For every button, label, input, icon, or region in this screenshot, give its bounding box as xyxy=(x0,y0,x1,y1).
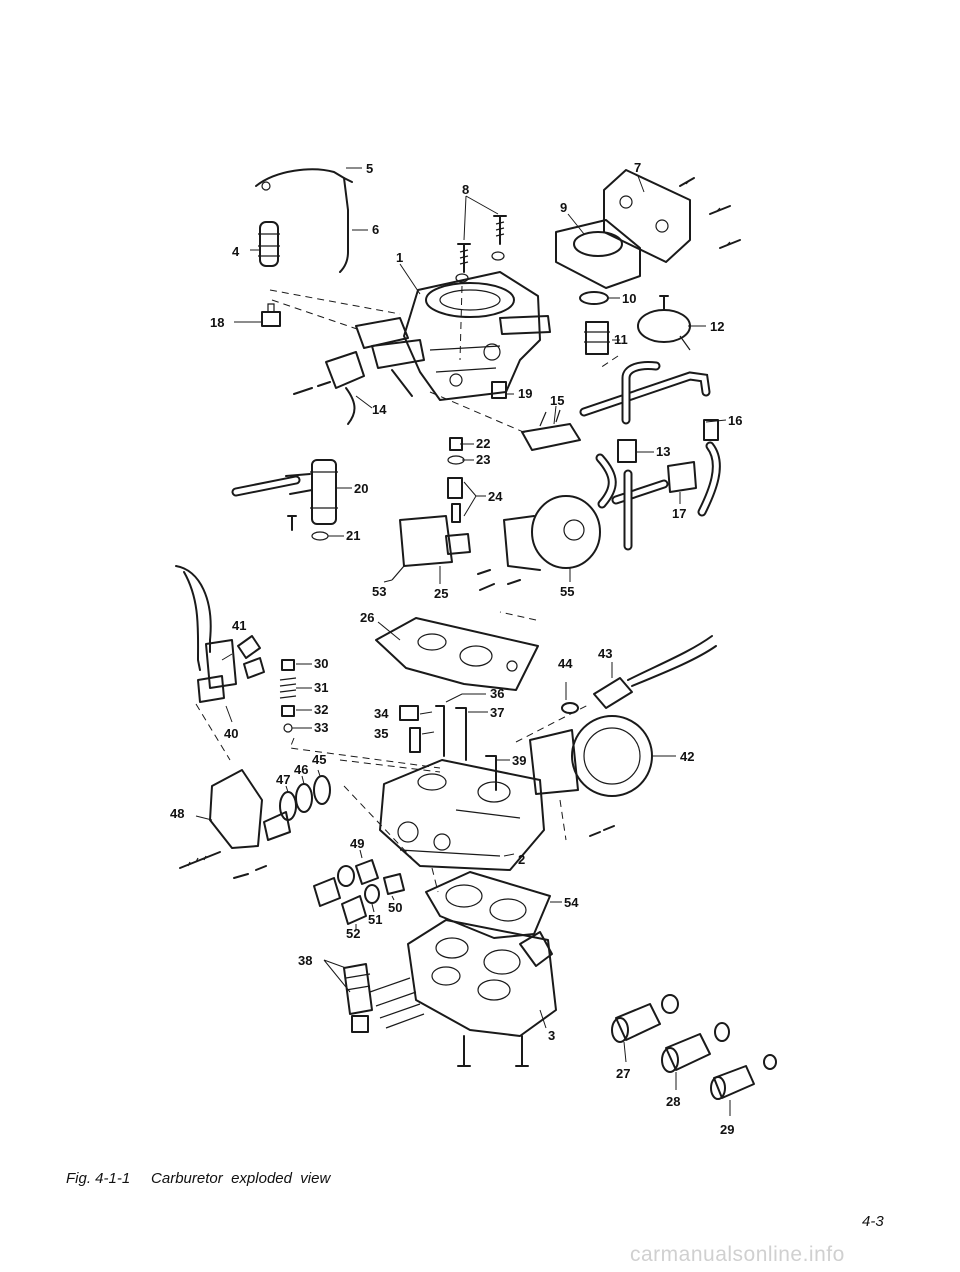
part-label-25: 25 xyxy=(434,586,448,601)
part-label-21: 21 xyxy=(346,528,360,543)
part-label-44: 44 xyxy=(558,656,573,671)
part-label-22: 22 xyxy=(476,436,490,451)
part-label-51: 51 xyxy=(368,912,382,927)
screw-18 xyxy=(261,303,281,327)
part-label-3: 3 xyxy=(548,1028,555,1043)
part-label-28: 28 xyxy=(666,1094,680,1109)
page-number: 4-3 xyxy=(862,1213,884,1230)
fittings-27-29 xyxy=(611,994,777,1100)
part-label-52: 52 xyxy=(346,926,360,941)
part-label-5: 5 xyxy=(366,161,373,176)
part-label-26: 26 xyxy=(360,610,374,625)
part-labels: 1 2 3 4 5 6 7 8 9 10 11 12 13 14 15 16 1… xyxy=(170,160,742,1137)
part-label-41: 41 xyxy=(232,618,246,633)
part-label-48: 48 xyxy=(170,806,184,821)
part-label-39: 39 xyxy=(512,753,526,768)
jets-34-37 xyxy=(399,705,467,761)
part-label-9: 9 xyxy=(560,200,567,215)
part-label-31: 31 xyxy=(314,680,328,695)
choke-bracket-housing xyxy=(555,169,741,289)
part-label-7: 7 xyxy=(634,160,641,175)
part-label-20: 20 xyxy=(354,481,368,496)
switch-25 xyxy=(391,515,471,581)
part-label-49: 49 xyxy=(350,836,364,851)
part-label-55: 55 xyxy=(560,584,574,599)
part-label-36: 36 xyxy=(490,686,504,701)
throttle-link-wire xyxy=(255,168,353,273)
part-label-40: 40 xyxy=(224,726,238,741)
part-label-46: 46 xyxy=(294,762,308,777)
part-label-27: 27 xyxy=(616,1066,630,1081)
part-label-43: 43 xyxy=(598,646,612,661)
part-label-2: 2 xyxy=(518,852,525,867)
upper-body-assembly xyxy=(355,271,551,401)
part-label-11: 11 xyxy=(614,332,628,347)
part-label-32: 32 xyxy=(314,702,328,717)
part-label-12: 12 xyxy=(710,319,724,334)
part-label-17: 17 xyxy=(672,506,686,521)
part-label-23: 23 xyxy=(476,452,490,467)
part-label-1: 1 xyxy=(396,250,403,265)
part-label-38: 38 xyxy=(298,953,312,968)
figure-number: Fig. 4-1-1 xyxy=(66,1170,131,1187)
choke-housing-42 xyxy=(529,635,717,837)
solenoid-14 xyxy=(293,351,365,425)
figure-title: Carburetor exploded view xyxy=(151,1170,331,1187)
part-label-30: 30 xyxy=(314,656,328,671)
part-label-24: 24 xyxy=(488,489,503,504)
part-label-29: 29 xyxy=(720,1122,734,1137)
part-label-16: 16 xyxy=(728,413,742,428)
part-label-33: 33 xyxy=(314,720,328,735)
part-label-45: 45 xyxy=(312,752,326,767)
part-label-15: 15 xyxy=(550,393,564,408)
part-label-13: 13 xyxy=(656,444,670,459)
plugs-49-52 xyxy=(313,859,405,925)
part-label-42: 42 xyxy=(680,749,694,764)
part-label-14: 14 xyxy=(372,402,387,417)
part-label-35: 35 xyxy=(374,726,388,741)
jet-needle-parts xyxy=(447,437,465,523)
fuel-cut-valve xyxy=(231,459,338,541)
gasket-26 xyxy=(375,617,539,691)
part-label-54: 54 xyxy=(564,895,579,910)
part-label-8: 8 xyxy=(462,182,469,197)
gasket-54 xyxy=(425,871,551,939)
switch-41-wire xyxy=(175,565,265,703)
part-label-18: 18 xyxy=(210,315,224,330)
rubber-boot xyxy=(258,221,280,267)
spring-set xyxy=(279,659,297,733)
watermark: carmanualsonline.info xyxy=(630,1243,845,1266)
part-label-4: 4 xyxy=(232,244,240,259)
bracket-48 xyxy=(179,769,291,879)
main-body-2 xyxy=(379,755,545,871)
part-label-19: 19 xyxy=(518,386,532,401)
screws-8 xyxy=(455,215,507,283)
part-label-47: 47 xyxy=(276,772,290,787)
diaphragm-55 xyxy=(477,495,601,591)
vacuum-group xyxy=(491,361,721,551)
figure-caption: Fig. 4-1-1 Carburetor exploded view xyxy=(66,1170,330,1187)
part-label-10: 10 xyxy=(622,291,636,306)
leader-lines xyxy=(195,167,731,1116)
part-label-6: 6 xyxy=(372,222,379,237)
explosion-lines xyxy=(195,285,619,893)
part-label-50: 50 xyxy=(388,900,402,915)
throttle-body-3 xyxy=(343,919,557,1067)
part-label-37: 37 xyxy=(490,705,504,720)
part-label-53: 53 xyxy=(372,584,386,599)
part-label-34: 34 xyxy=(374,706,389,721)
